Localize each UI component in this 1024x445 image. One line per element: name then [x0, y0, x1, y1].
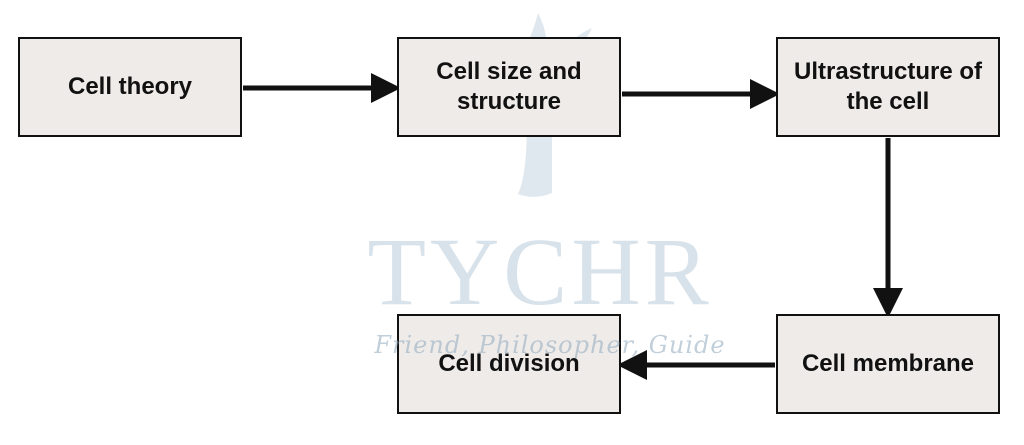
- node-cell-size-and-structure: Cell size and structure: [397, 37, 621, 137]
- node-cell-theory: Cell theory: [18, 37, 242, 137]
- node-cell-membrane: Cell membrane: [776, 314, 1000, 414]
- node-ultrastructure-of-the-cell: Ultrastructure of the cell: [776, 37, 1000, 137]
- node-cell-division: Cell division: [397, 314, 621, 414]
